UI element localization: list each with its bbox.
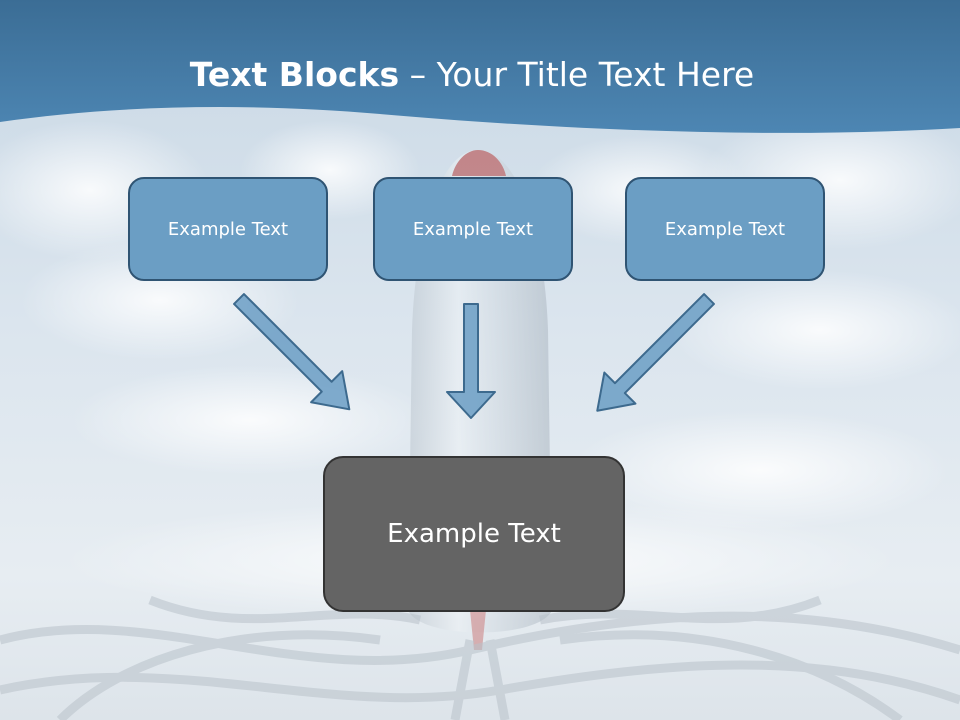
text-block-left-label: Example Text xyxy=(167,218,289,240)
text-block-middle-label: Example Text xyxy=(412,218,534,240)
text-block-middle[interactable]: Example Text xyxy=(373,177,573,281)
text-block-right-label: Example Text xyxy=(664,218,786,240)
slide-title-rest: Your Title Text Here xyxy=(436,55,755,94)
slide-title: Text Blocks – Your Title Text Here xyxy=(0,52,944,98)
text-block-center[interactable]: Example Text xyxy=(323,456,625,612)
slide-title-dash: – xyxy=(399,55,437,94)
text-block-right[interactable]: Example Text xyxy=(625,177,825,281)
text-block-center-label: Example Text xyxy=(387,519,561,549)
slide-title-bold: Text Blocks xyxy=(189,55,400,94)
text-block-left[interactable]: Example Text xyxy=(128,177,328,281)
